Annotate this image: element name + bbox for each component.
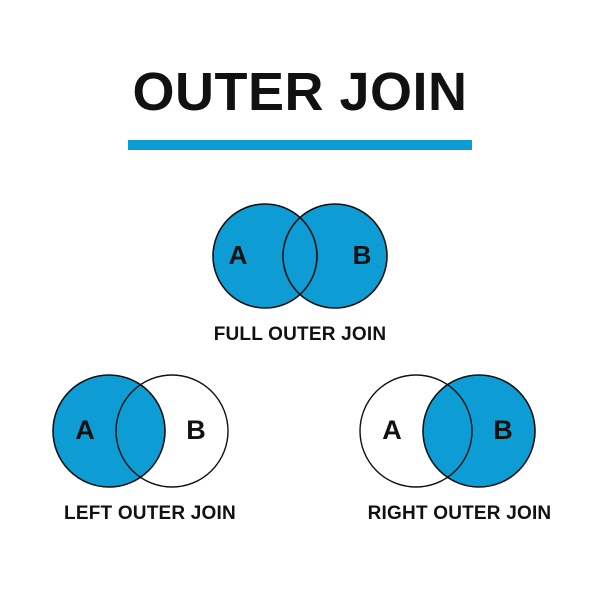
venn-diagram-right-outer-join: A B RIGHT OUTER JOIN (337, 368, 582, 538)
caption-right-outer-join: RIGHT OUTER JOIN (367, 503, 552, 524)
left-circle-a-fill (53, 375, 165, 487)
right-label-b: B (493, 415, 513, 445)
full-label-b: B (353, 240, 372, 270)
caption-left-outer-join: LEFT OUTER JOIN (64, 503, 236, 524)
full-label-a: A (229, 240, 248, 270)
full-circle-b-fill (283, 204, 387, 308)
right-circle-b-fill (423, 375, 535, 487)
venn-diagram-full-outer-join: A B FULL OUTER JOIN (180, 196, 420, 356)
left-circle-b-outline (115, 374, 229, 488)
full-outer-join-svg: A B (212, 203, 388, 309)
page-title: OUTER JOIN (132, 62, 468, 122)
left-label-a: A (75, 415, 95, 445)
left-label-b: B (186, 415, 206, 445)
title-underline-rule (128, 140, 472, 150)
right-circle-a-outline (359, 374, 473, 488)
left-circle-a-outline (52, 374, 166, 488)
venn-diagram-left-outer-join: A B LEFT OUTER JOIN (30, 368, 270, 538)
right-label-a: A (382, 415, 402, 445)
right-circle-b-outline (422, 374, 536, 488)
full-circle-a-outline (212, 203, 318, 309)
caption-full-outer-join: FULL OUTER JOIN (213, 324, 387, 345)
full-circle-b-outline (282, 203, 388, 309)
right-outer-join-svg: A B (359, 374, 536, 488)
page-title-block: OUTER JOIN (0, 62, 600, 122)
left-outer-join-svg: A B (52, 374, 229, 488)
